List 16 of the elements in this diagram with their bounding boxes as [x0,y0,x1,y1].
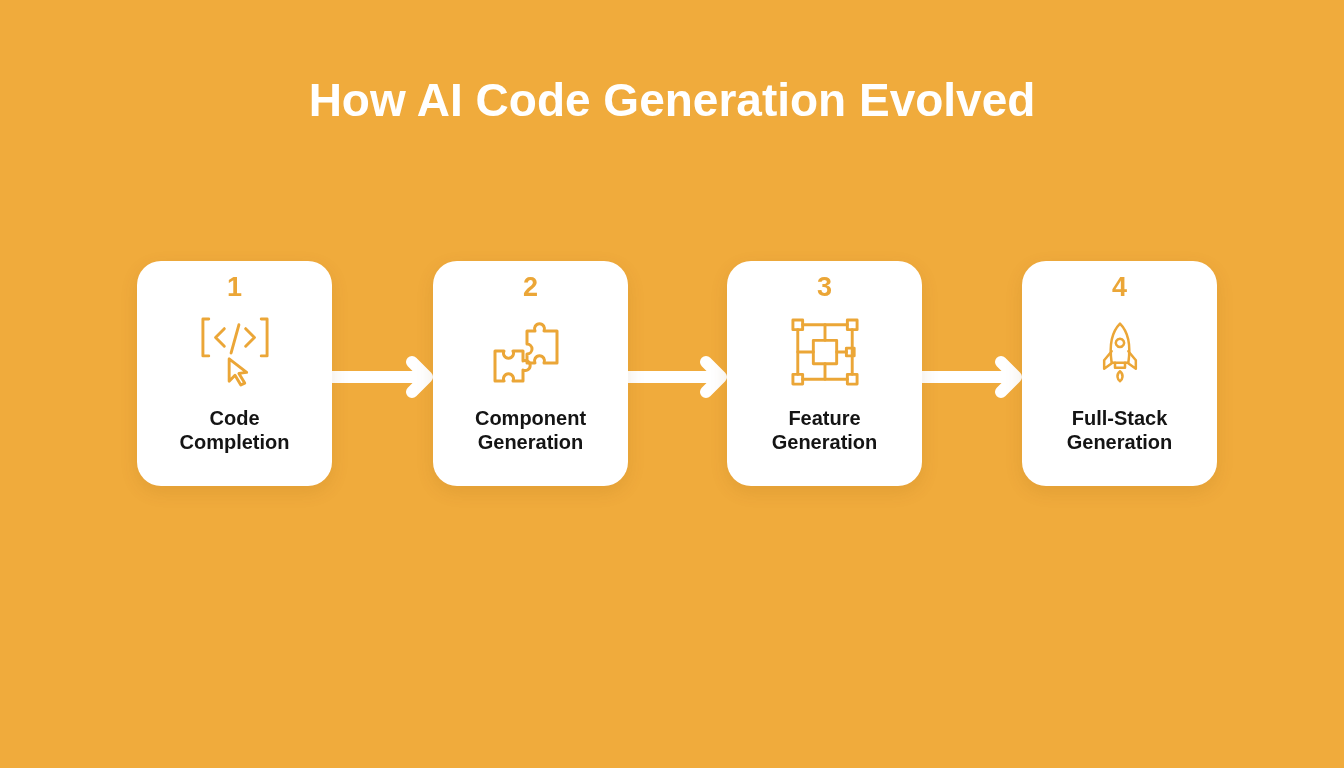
step-label: Full-Stack Generation [1065,406,1174,454]
step-card [1022,261,1217,486]
step-label: Code Completion [178,406,291,454]
step-number: 1 [227,271,242,304]
step-number: 4 [1112,271,1127,304]
step-card [137,261,332,486]
arrow [332,356,433,398]
step-label: Feature Generation [770,406,879,454]
diagram-title: How AI Code Generation Evolved [308,73,1036,127]
arrow [922,356,1022,398]
step-number: 3 [817,271,832,304]
step-card [433,261,628,486]
step-card [727,261,922,486]
step-number: 2 [523,271,538,304]
step-label: Component Generation [473,406,588,454]
arrow [628,356,727,398]
